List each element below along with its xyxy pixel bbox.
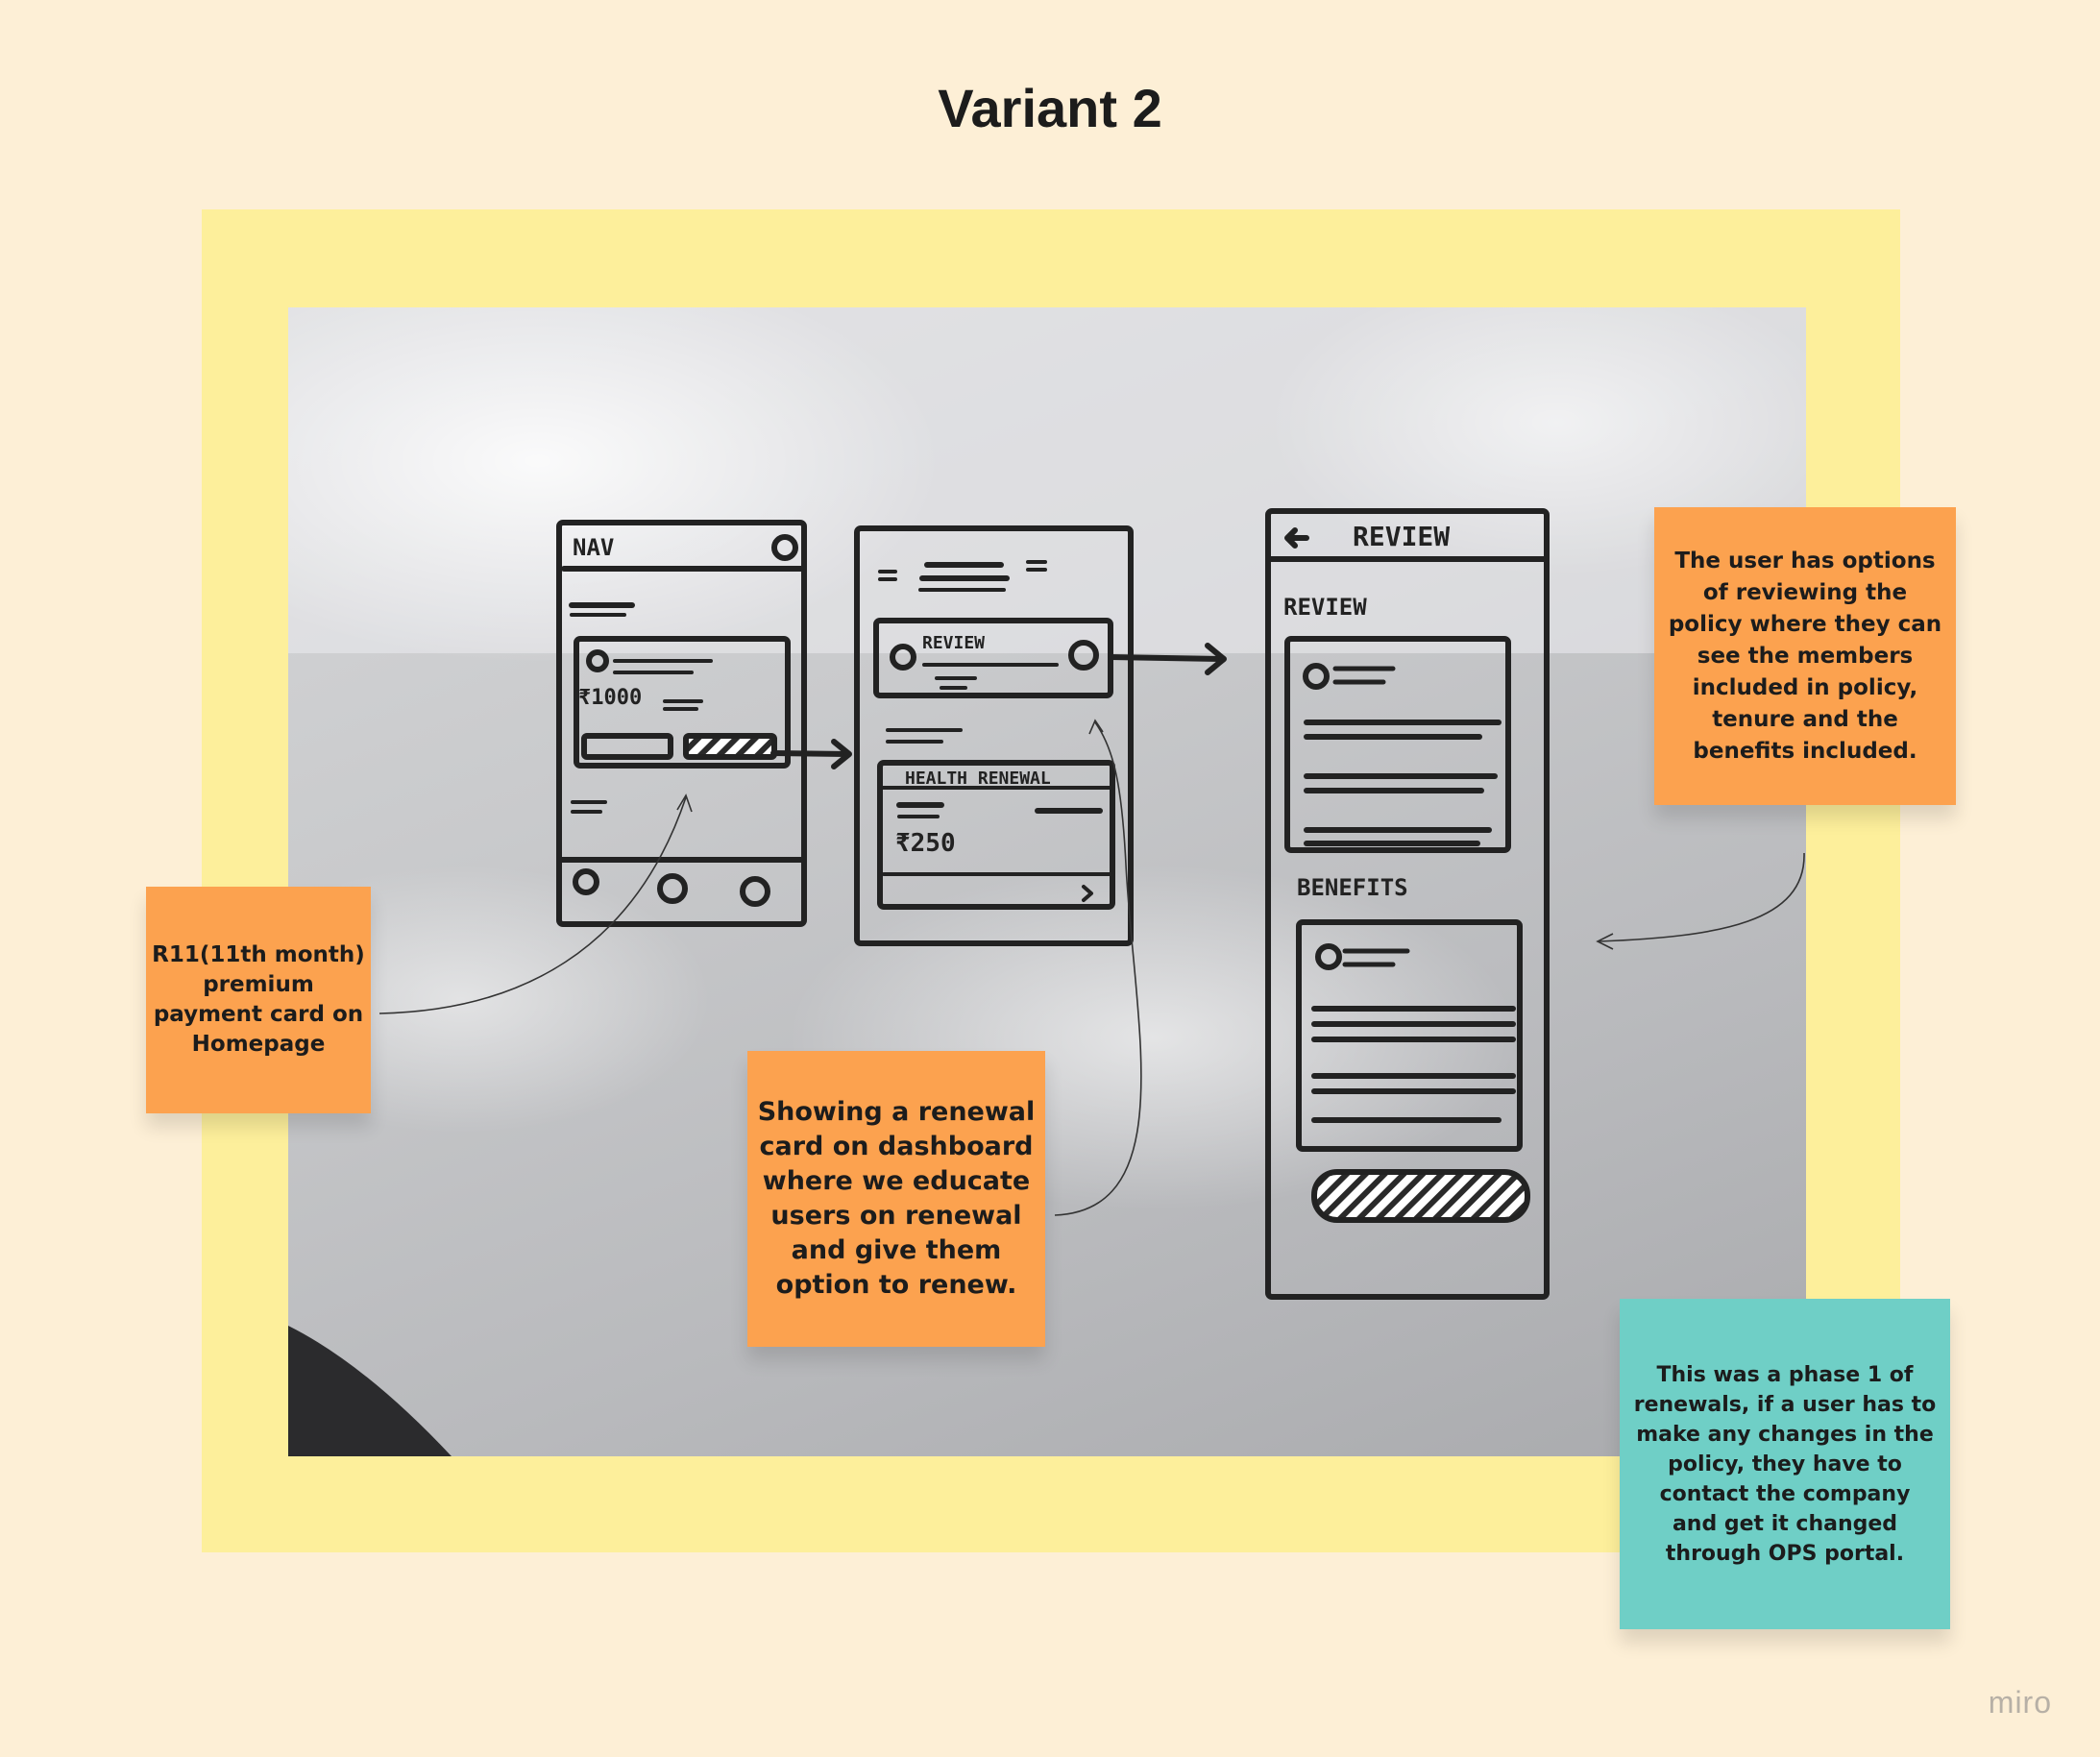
- sticky-note-text: The user has options of reviewing the po…: [1668, 548, 1942, 764]
- sticky-note-phase-1[interactable]: This was a phase 1 of renewals, if a use…: [1620, 1299, 1950, 1629]
- sketch-amount-250: ₹250: [895, 829, 956, 858]
- sticky-note-text: Showing a renewal card on dashboard wher…: [757, 1097, 1036, 1300]
- sketch-benefits-section: BENEFITS: [1297, 874, 1408, 901]
- sketch-review-header: REVIEW: [1353, 521, 1450, 552]
- miro-watermark: miro: [1988, 1685, 2052, 1720]
- sticky-note-text: This was a phase 1 of renewals, if a use…: [1633, 1362, 1937, 1566]
- sketch-review-section: REVIEW: [1283, 594, 1367, 621]
- sticky-note-text: R11(11th month) premium payment card on …: [152, 942, 365, 1057]
- sketch-health-renewal-label: HEALTH RENEWAL: [905, 769, 1051, 789]
- sketch-screen-review: [1265, 508, 1550, 1300]
- sketch-review-card-label: REVIEW: [922, 633, 985, 653]
- whiteboard-photo[interactable]: NAV ₹1000 REVIEW HEALTH RENEWAL ₹250 REV…: [288, 307, 1806, 1456]
- sketch-amount-1000: ₹1000: [578, 686, 642, 710]
- sketch-nav-label: NAV: [573, 534, 614, 561]
- sticky-note-renewal-card[interactable]: Showing a renewal card on dashboard wher…: [747, 1051, 1045, 1347]
- board-title: Variant 2: [938, 78, 1162, 138]
- whiteboard-sketch: NAV ₹1000 REVIEW HEALTH RENEWAL ₹250 REV…: [288, 307, 1806, 1456]
- sticky-note-r11-card[interactable]: R11(11th month) premium payment card on …: [146, 887, 371, 1113]
- sticky-note-review-options[interactable]: The user has options of reviewing the po…: [1654, 507, 1956, 805]
